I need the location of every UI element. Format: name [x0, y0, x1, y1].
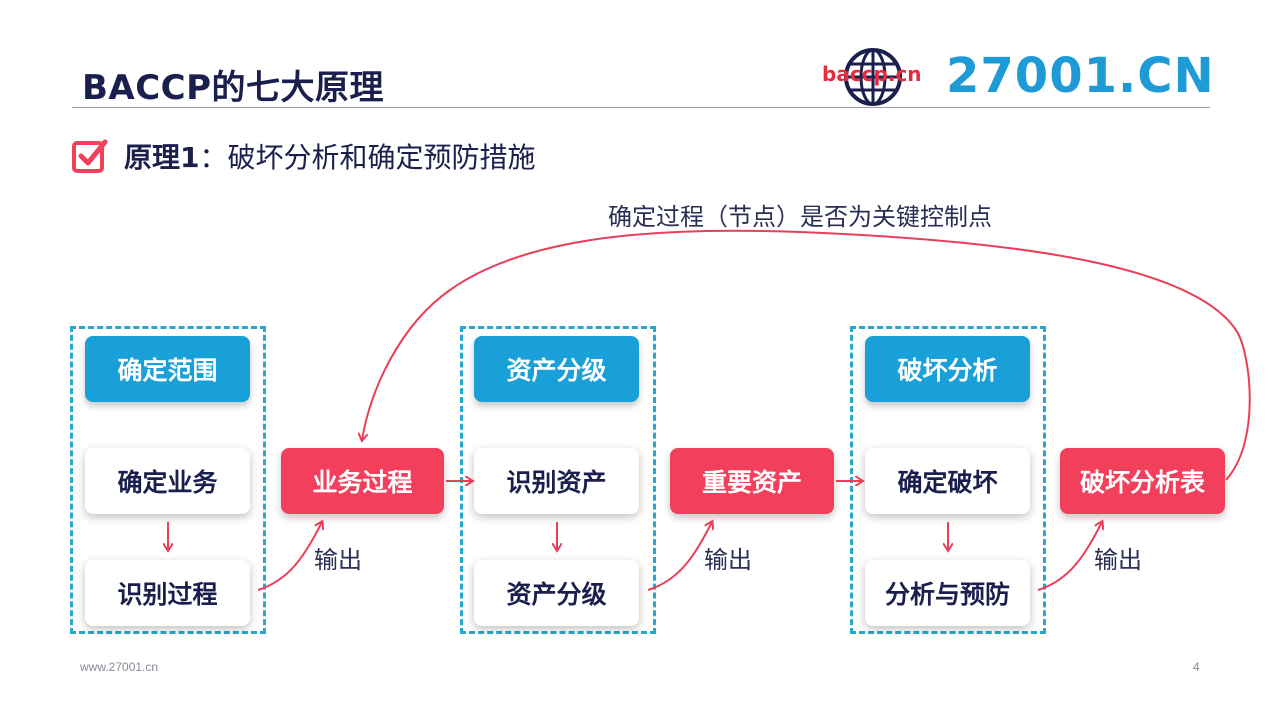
group1-step2: 识别过程 [85, 560, 250, 626]
title-divider [72, 107, 1210, 108]
group2-step2: 资产分级 [474, 560, 639, 626]
principle-label: 原理1 [124, 141, 200, 174]
output-label-2: 输出 [704, 546, 752, 574]
checkbox-icon [72, 139, 108, 173]
logo-small-text: baccp.cn [822, 62, 922, 86]
page-number: 4 [1193, 660, 1200, 674]
output-label-3: 输出 [1094, 546, 1142, 574]
slide-title: BACCP的七大原理 [82, 68, 385, 108]
group2-step1: 识别资产 [474, 448, 639, 514]
output-important-assets: 重要资产 [670, 448, 834, 514]
group2-header: 资产分级 [474, 336, 639, 402]
group-scope [70, 326, 266, 634]
output-label-1: 输出 [314, 546, 362, 574]
group1-step1: 确定业务 [85, 448, 250, 514]
group3-step2: 分析与预防 [865, 560, 1030, 626]
footer-url: www.27001.cn [80, 660, 159, 674]
feedback-loop-arrow [362, 229, 1251, 481]
feedback-caption: 确定过程（节点）是否为关键控制点 [608, 203, 992, 231]
output-curve-1 [257, 522, 322, 591]
group1-header: 确定范围 [85, 336, 250, 402]
logo-brand-text: 27001.CN [946, 48, 1215, 104]
group3-step1: 确定破坏 [865, 448, 1030, 514]
output-damage-analysis-table: 破坏分析表 [1060, 448, 1225, 514]
logo: baccp.cn 27001.CN [822, 44, 1215, 108]
principle-text: 破坏分析和确定预防措施 [227, 141, 536, 174]
globe-icon [844, 48, 902, 106]
group3-header: 破坏分析 [865, 336, 1030, 402]
output-business-process: 业务过程 [281, 448, 444, 514]
output-curve-2 [647, 522, 712, 591]
principle-colon: ： [199, 141, 228, 174]
principle-heading: 原理1 ： 破坏分析和确定预防措施 [72, 136, 536, 176]
output-curve-3 [1037, 522, 1102, 591]
